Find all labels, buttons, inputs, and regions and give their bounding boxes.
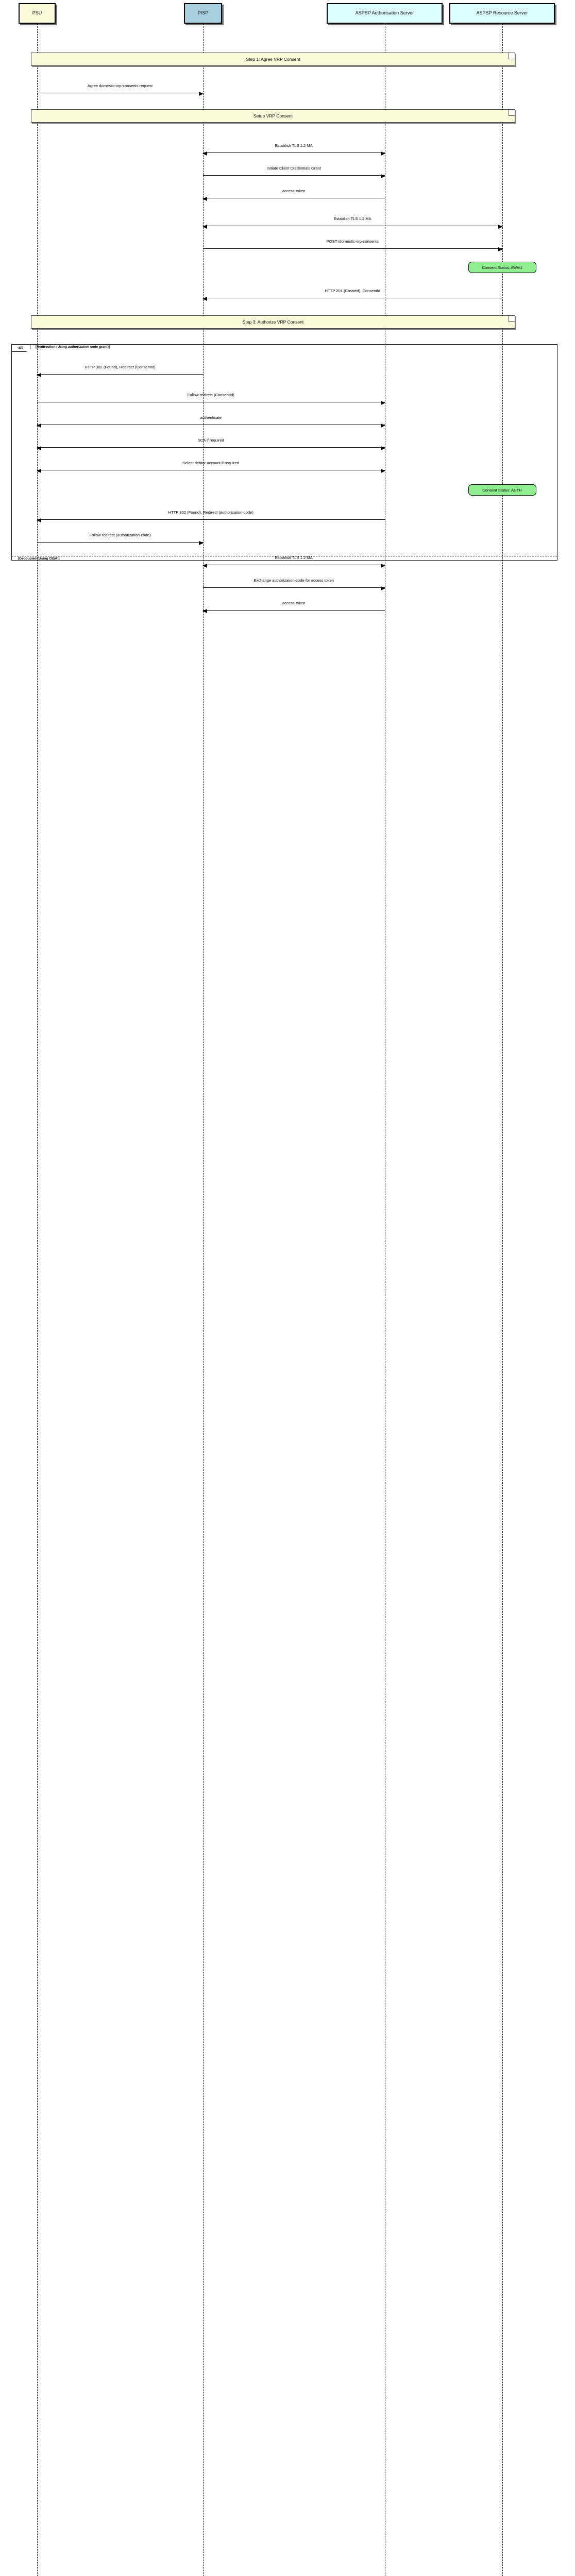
lifeline-psu <box>37 24 38 2576</box>
message-m12: Select debtor account if required <box>37 461 385 473</box>
message-label: access-token <box>282 189 306 193</box>
arrowhead-right-icon <box>380 468 385 473</box>
message-line <box>37 542 203 543</box>
message-label: access-token <box>282 601 306 605</box>
message-m7: HTTP 201 (Created), ConsentId <box>202 289 502 301</box>
fragment-condition: [Decoupled (Using CIBA)] <box>18 557 60 561</box>
participant-psu: PSU <box>19 3 56 24</box>
arrowhead-left-icon <box>37 372 41 377</box>
message-line <box>203 175 385 176</box>
arrowhead-right-icon <box>380 563 385 568</box>
message-m11: SCA if required <box>37 438 385 450</box>
message-line <box>203 610 385 611</box>
participant-label: ASPSP Resource Server <box>476 10 528 16</box>
arrowhead-left-icon <box>202 151 207 156</box>
message-line <box>37 447 385 448</box>
arrowhead-right-icon <box>498 224 503 229</box>
lifeline-res <box>502 24 503 2576</box>
step-banner-label: Setup VRP Consent <box>253 113 293 118</box>
fragment-frag-authorize: alt [Redirection (Using authorization cod… <box>11 344 557 561</box>
arrowhead-right-icon <box>380 400 385 405</box>
message-m1: Agree domestic-vrp-consents request <box>37 83 204 96</box>
status-pill-p2: Consent Status: AUTH <box>468 484 536 496</box>
message-label: Establish TLS 1.2 MA <box>333 216 371 221</box>
message-label: Follow redirect (authorization-code) <box>89 533 151 537</box>
message-label: Establish TLS 1.2 MA <box>275 143 313 148</box>
message-m16: Exchange authorization-code for access t… <box>203 578 385 590</box>
message-m3: Initiate Client Credentials Grant <box>203 166 385 178</box>
message-m2: Establish TLS 1.2 MA <box>202 143 385 156</box>
message-label: Follow redirect (ConsentId) <box>187 393 234 397</box>
message-m6: POST /domestic-vrp-consents <box>203 239 503 251</box>
arrowhead-left-icon <box>37 423 41 428</box>
message-label: Establish TLS 1.2 MA <box>275 555 313 560</box>
message-line <box>203 152 385 153</box>
message-line <box>37 519 385 520</box>
arrowhead-left-icon <box>202 608 207 613</box>
status-pill-label: Consent Status: AWAU <box>482 265 522 270</box>
status-pill-label: Consent Status: AUTH <box>482 487 522 493</box>
step-banner-step1: Step 1: Agree VRP Consent <box>31 53 515 66</box>
message-m8: HTTP 302 (Found), Redirect (ConsentId) <box>37 365 203 377</box>
fragment-operator: alt <box>12 345 30 352</box>
arrowhead-left-icon <box>202 224 207 229</box>
status-pill-p1: Consent Status: AWAU <box>468 262 536 273</box>
arrowhead-right-icon <box>199 540 204 545</box>
step-banner-step2: Setup VRP Consent <box>31 109 515 123</box>
arrowhead-left-icon <box>37 468 41 473</box>
lifeline-pisp <box>203 24 204 2576</box>
arrowhead-left-icon <box>37 518 41 522</box>
message-label: HTTP 302 (Found), Redirect (ConsentId) <box>84 365 156 369</box>
message-label: Agree domestic-vrp-consents request <box>87 83 153 88</box>
message-line <box>203 587 385 588</box>
message-label: HTTP 302 (Found), Redirect (authorizatio… <box>168 510 253 515</box>
arrowhead-right-icon <box>380 151 385 156</box>
arrowhead-left-icon <box>202 563 207 568</box>
participant-label: PISP <box>197 10 209 16</box>
fold-corner <box>509 110 515 116</box>
message-m9: Follow redirect (ConsentId) <box>37 393 385 405</box>
arrowhead-left-icon <box>202 196 207 201</box>
participant-auth: ASPSP Authorisation Server <box>327 3 443 24</box>
fold-corner <box>509 53 515 59</box>
message-line <box>203 248 502 249</box>
arrowhead-left-icon <box>37 446 41 450</box>
message-label: Exchange authorization-code for access t… <box>253 578 334 583</box>
step-banner-label: Step 1: Agree VRP Consent <box>246 57 300 62</box>
message-line <box>37 374 203 375</box>
arrowhead-right-icon <box>199 91 204 96</box>
step-banner-step3: Step 3: Authorize VRP Consent <box>31 315 515 329</box>
fragment-condition: [Redirection (Using authorization code g… <box>36 345 110 349</box>
message-label: Select debtor account if required <box>182 461 239 465</box>
message-label: authenticate <box>200 415 222 420</box>
message-m5: Establish TLS 1.2 MA <box>202 216 503 229</box>
message-m15: Establish TLS 1.2 MA <box>202 555 385 568</box>
message-m10: authenticate <box>37 415 385 428</box>
participant-pisp: PISP <box>184 3 222 24</box>
participant-res: ASPSP Resource Server <box>449 3 555 24</box>
step-banner-label: Step 3: Authorize VRP Consent <box>242 319 304 325</box>
message-m4: access-token <box>202 189 385 201</box>
fold-corner <box>509 316 515 322</box>
participant-label: ASPSP Authorisation Server <box>355 10 414 16</box>
arrowhead-left-icon <box>202 296 207 301</box>
arrowhead-right-icon <box>380 174 385 178</box>
message-m13: HTTP 302 (Found), Redirect (authorizatio… <box>37 510 385 522</box>
message-label: SCA if required <box>197 438 224 443</box>
message-m14: Follow redirect (authorization-code) <box>37 533 204 545</box>
arrowhead-right-icon <box>380 586 385 590</box>
message-label: POST /domestic-vrp-consents <box>326 239 379 244</box>
participant-label: PSU <box>32 10 42 16</box>
message-m17: access-token <box>202 601 385 613</box>
message-label: HTTP 201 (Created), ConsentId <box>325 289 381 293</box>
arrowhead-right-icon <box>380 446 385 450</box>
arrowhead-right-icon <box>498 247 503 251</box>
message-label: Initiate Client Credentials Grant <box>266 166 322 171</box>
arrowhead-right-icon <box>380 423 385 428</box>
